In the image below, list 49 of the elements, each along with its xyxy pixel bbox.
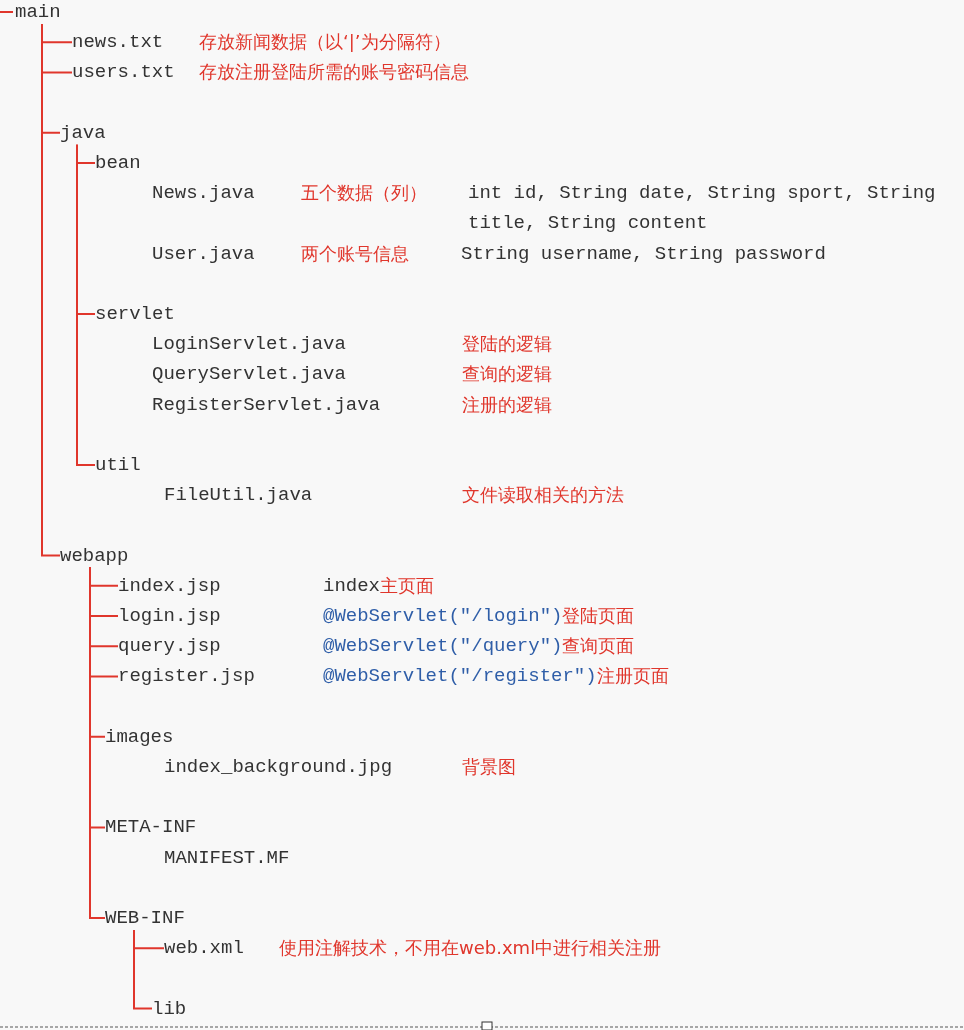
- file-name: users.txt: [72, 60, 175, 85]
- folder-name: META-INF: [105, 815, 197, 840]
- code-annotation: @WebServlet("/query"): [323, 634, 563, 659]
- file-description: 使用注解技术，不用在web.xml中进行相关注册: [279, 936, 662, 961]
- tree-line: [89, 566, 106, 919]
- folder-name: java: [60, 120, 106, 145]
- file-description: 注册页面: [596, 664, 669, 689]
- file-name: User.java: [152, 241, 255, 266]
- code-annotation: index: [323, 573, 380, 598]
- file-description: 文件读取相关的方法: [462, 483, 624, 508]
- folder-name: images: [105, 724, 174, 749]
- file-name: index_background.jpg: [164, 755, 393, 779]
- file-name: QueryServlet.java: [152, 362, 346, 387]
- file-description: 两个账号信息: [301, 241, 409, 266]
- file-description: 背景图: [462, 755, 516, 779]
- file-description: 登陆页面: [562, 604, 635, 628]
- file-name: query.jsp: [118, 634, 221, 659]
- folder-name: lib: [152, 996, 187, 1021]
- file-name: RegisterServlet.java: [152, 392, 381, 417]
- file-name: web.xml: [164, 936, 244, 961]
- folder-name: servlet: [95, 302, 175, 326]
- tree-line: [133, 929, 153, 1010]
- tree-line: [76, 143, 96, 466]
- code-annotation: @WebServlet("/login"): [323, 604, 563, 628]
- folder-name: bean: [95, 151, 141, 175]
- file-name: index.jsp: [118, 573, 221, 598]
- file-description: 注册的逻辑: [462, 392, 552, 417]
- file-description: 存放注册登陆所需的账号密码信息: [199, 60, 469, 85]
- file-name: register.jsp: [118, 664, 255, 689]
- code-annotation: @WebServlet("/register"): [323, 664, 597, 689]
- code-annotation: int id, String date, String sport, String title, String content: [468, 181, 937, 237]
- tree-line: [41, 23, 61, 557]
- file-description: 查询的逻辑: [462, 362, 552, 387]
- file-name: MANIFEST.MF: [164, 845, 290, 870]
- folder-name: webapp: [60, 543, 129, 568]
- file-name: login.jsp: [118, 604, 221, 628]
- file-description: 查询页面: [562, 634, 635, 659]
- file-name: LoginServlet.java: [152, 332, 346, 357]
- code-annotation: String username, String password: [461, 241, 826, 266]
- folder-name: WEB-INF: [105, 906, 185, 930]
- file-name: News.java: [152, 181, 255, 206]
- file-description: 存放新闻数据（以‘|’为分隔符）: [199, 30, 451, 55]
- file-description: 五个数据（列）: [301, 181, 427, 206]
- file-name: news.txt: [72, 30, 164, 55]
- file-description: 主页面: [380, 573, 434, 598]
- file-name: FileUtil.java: [164, 483, 313, 508]
- folder-name: util: [95, 453, 141, 477]
- file-description: 登陆的逻辑: [462, 332, 552, 357]
- folder-name: main: [15, 0, 61, 24]
